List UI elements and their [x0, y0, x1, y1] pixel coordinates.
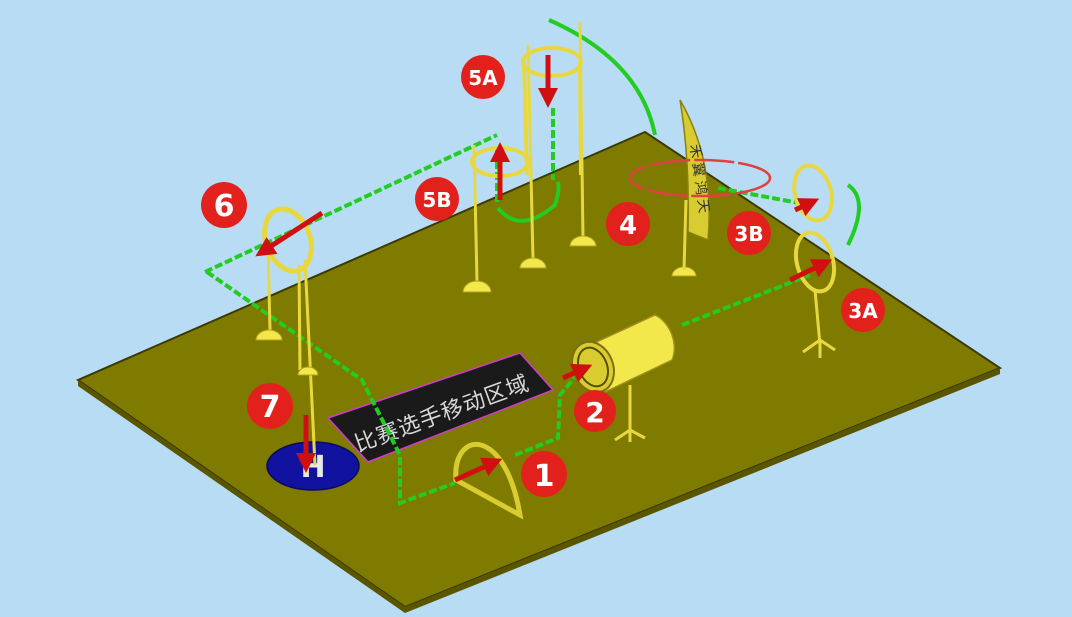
marker-1: 1 [521, 451, 567, 497]
direction-arrows [255, 55, 833, 483]
rotation-arrow [628, 158, 772, 198]
marker-5b: 5B [415, 177, 459, 221]
svg-text:7: 7 [260, 390, 281, 425]
ring-3b [792, 163, 834, 223]
marker-3a: 3A [841, 288, 885, 332]
course-board-edge [78, 380, 405, 613]
marker-7: 7 [247, 383, 293, 429]
pole-bases [255, 235, 697, 376]
svg-text:1: 1 [534, 459, 555, 494]
svg-text:3A: 3A [848, 299, 878, 323]
ring-6 [262, 206, 314, 274]
ring-3a [793, 230, 837, 358]
svg-text:5A: 5A [468, 66, 498, 90]
marker-3b: 3B [727, 211, 771, 255]
course-board-edge-right [405, 368, 1000, 613]
svg-text:5B: 5B [422, 188, 451, 212]
svg-text:4: 4 [619, 211, 637, 241]
svg-text:2: 2 [585, 396, 604, 429]
marker-6: 6 [201, 182, 247, 228]
marker-5a: 5A [461, 55, 505, 99]
svg-text:6: 6 [214, 189, 235, 224]
svg-text:3B: 3B [734, 222, 763, 246]
marker-4: 4 [606, 202, 650, 246]
gate-1-arch [453, 441, 524, 520]
marker-2: 2 [574, 390, 616, 432]
